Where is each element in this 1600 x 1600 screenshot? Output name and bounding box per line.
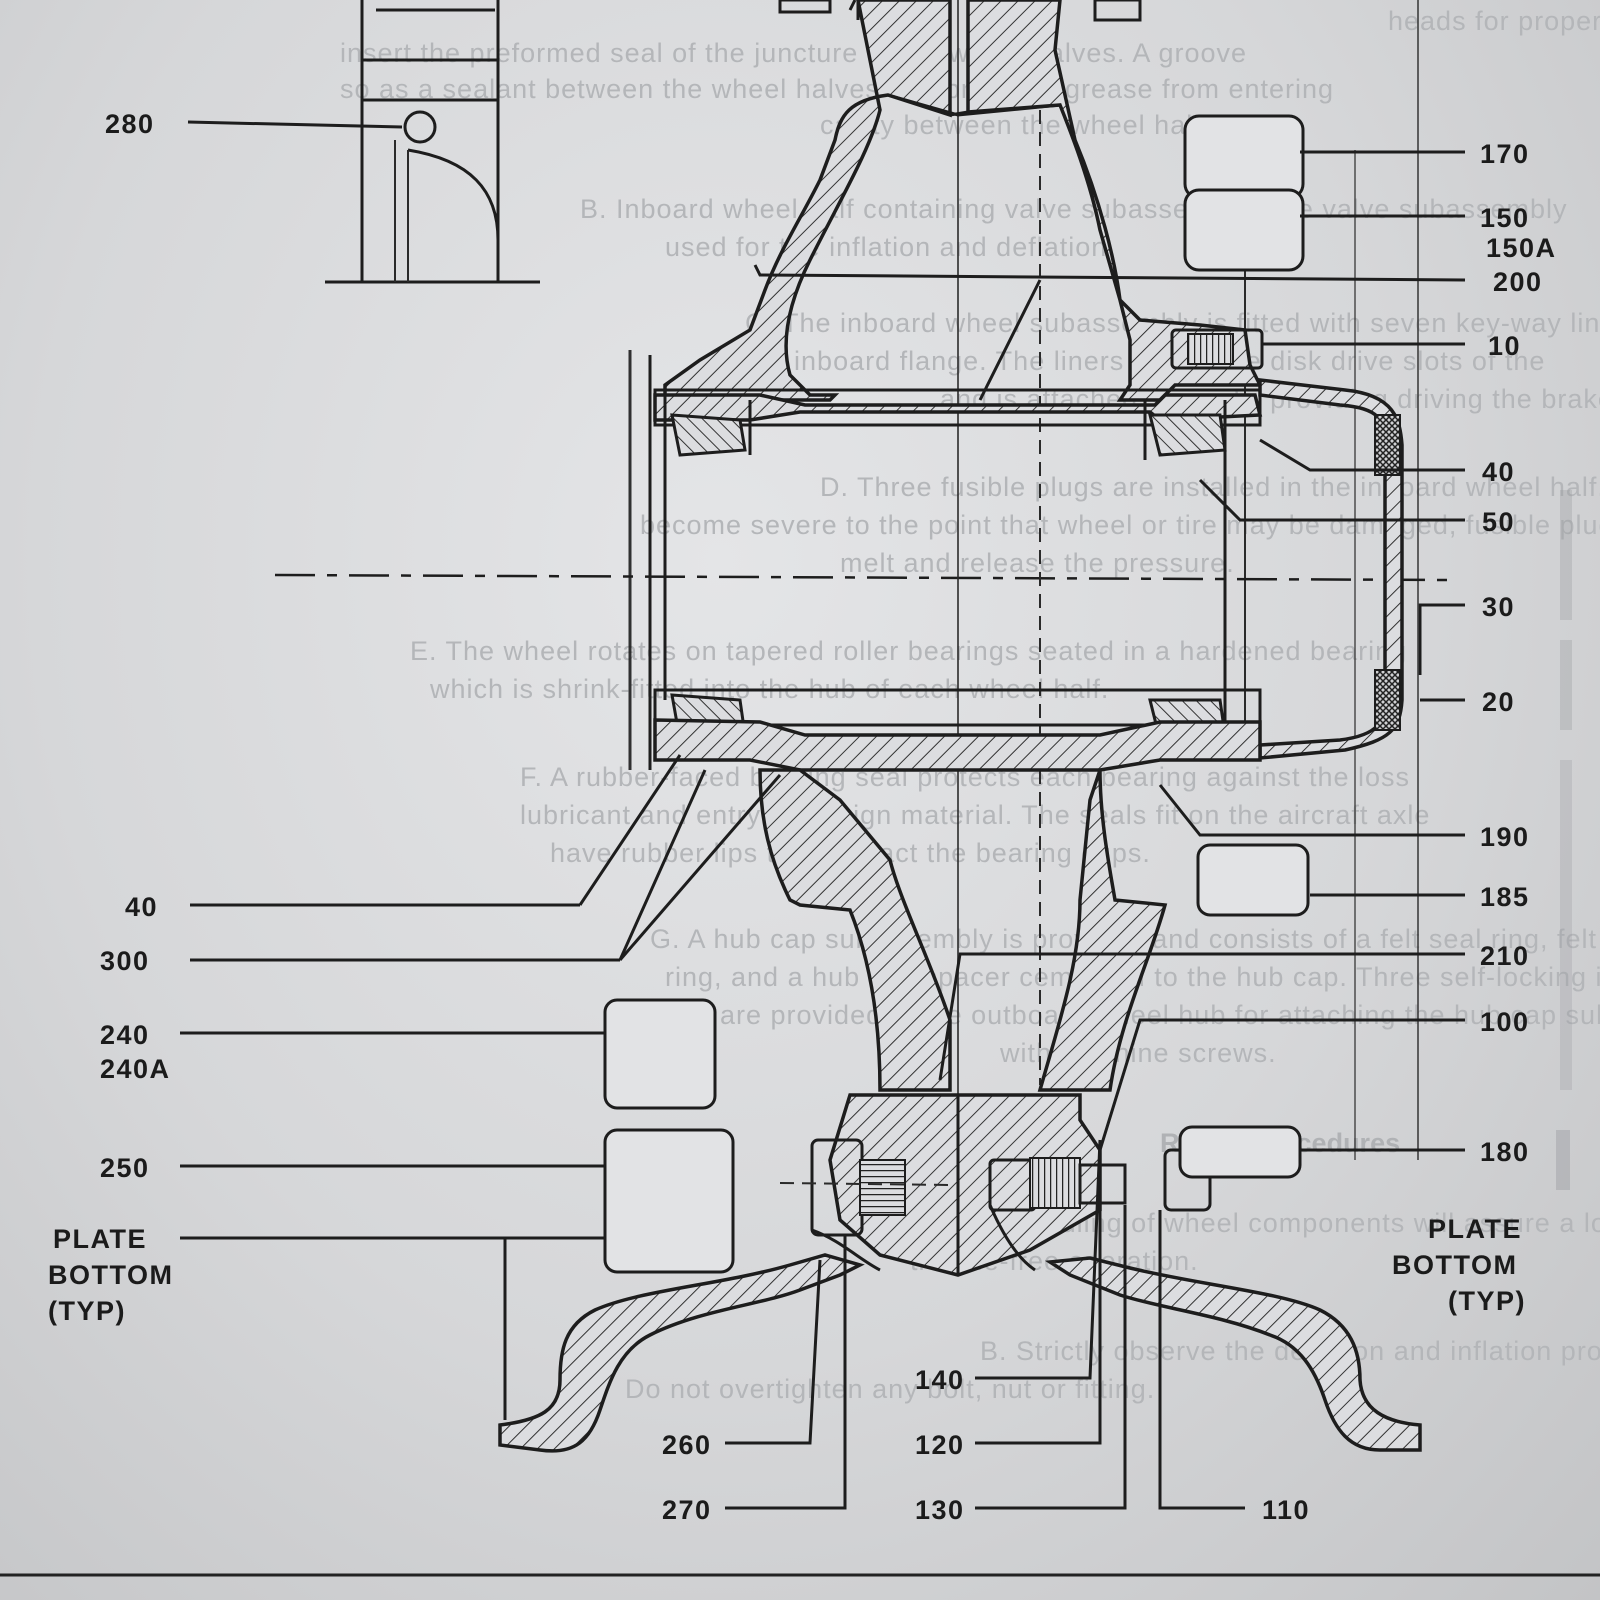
valve-assembly	[988, 1148, 1212, 1272]
plate-bottom-right-line2: BOTTOM	[1392, 1250, 1518, 1280]
part-box-180	[1178, 1125, 1302, 1179]
bearing-bore-lower	[653, 688, 1262, 772]
part-box-240	[603, 998, 717, 1110]
callout-260: 260	[662, 1430, 712, 1460]
callout-120: 120	[915, 1430, 965, 1460]
callout-10: 10	[1488, 331, 1521, 361]
callout-180: 180	[1480, 1137, 1530, 1167]
axle-centerline	[274, 573, 1451, 582]
plate-bottom-right-line1: PLATE	[1428, 1214, 1522, 1244]
callout-250: 250	[100, 1153, 150, 1183]
part-box-170	[1183, 114, 1305, 200]
callout-150a: 150A	[1486, 233, 1557, 263]
plate-bottom-left-line3: (TYP)	[48, 1296, 126, 1326]
callout-210: 210	[1480, 941, 1530, 971]
part-box-150	[1183, 188, 1305, 272]
leader-lines	[180, 120, 1466, 1510]
callout-40-left: 40	[125, 892, 158, 922]
callout-labels: 280 40 300 240 240A 250 170 150 150A 200…	[48, 109, 1557, 1525]
bg-line-4: cavity between the wheel halves.	[820, 110, 1247, 140]
callout-200: 200	[1493, 267, 1543, 297]
callout-40-right: 40	[1482, 457, 1515, 487]
bg-line-12: melt and release the pressure.	[840, 548, 1235, 578]
callout-270: 270	[662, 1495, 712, 1525]
callout-110: 110	[1262, 1495, 1310, 1525]
callout-100: 100	[1480, 1007, 1530, 1037]
callout-170: 170	[1480, 139, 1530, 169]
bg-line-20: are provided in the outboard wheel hub f…	[720, 1000, 1600, 1030]
bearing-bore-upper	[628, 350, 1263, 770]
callout-20: 20	[1482, 687, 1515, 717]
plate-bottom-left-line1: PLATE	[53, 1224, 147, 1254]
callout-240a: 240A	[100, 1054, 171, 1084]
callout-30: 30	[1482, 592, 1515, 622]
part-box-250	[603, 1128, 735, 1274]
bg-line-21: with machine screws.	[999, 1038, 1277, 1068]
wheel-half-lower	[758, 768, 1168, 1277]
bg-line-3: so as a sealant between the wheel halves…	[340, 74, 1334, 104]
callout-190: 190	[1480, 822, 1530, 852]
callout-140: 140	[915, 1365, 965, 1395]
callout-280: 280	[105, 109, 155, 139]
part-box-185	[1196, 843, 1310, 917]
bg-line-13: E. The wheel rotates on tapered roller b…	[410, 636, 1407, 666]
bg-line-5: B. Inboard wheel half containing valve s…	[580, 194, 1568, 224]
bg-line-10: D. Three fusible plugs are installed in …	[820, 472, 1600, 502]
callout-150: 150	[1480, 203, 1530, 233]
plate-bottom-left-line2: BOTTOM	[48, 1260, 174, 1290]
bg-line-11: become severe to the point that wheel or…	[640, 510, 1600, 540]
callout-50: 50	[1482, 507, 1515, 537]
bg-line-6: used for tire inflation and deflation.	[665, 232, 1116, 262]
bolt-left	[779, 1138, 951, 1272]
hub-cap	[1170, 328, 1404, 760]
top-left-detail	[325, 0, 540, 284]
rim-flange-right	[1044, 1256, 1422, 1452]
bg-line-2: insert the preformed seal of the junctur…	[340, 38, 1247, 68]
bg-line-16: lubricant and entry of foreign material.…	[520, 800, 1430, 830]
rim-flange-left	[498, 1253, 865, 1453]
callout-185: 185	[1480, 882, 1530, 912]
plate-bottom-right-line3: (TYP)	[1448, 1286, 1526, 1316]
callout-130: 130	[915, 1495, 965, 1525]
callout-240: 240	[100, 1020, 150, 1050]
part-boxes	[603, 114, 1310, 1274]
callout-300: 300	[100, 946, 150, 976]
bg-line-1: heads for proper torque when pulling the…	[1388, 6, 1600, 36]
